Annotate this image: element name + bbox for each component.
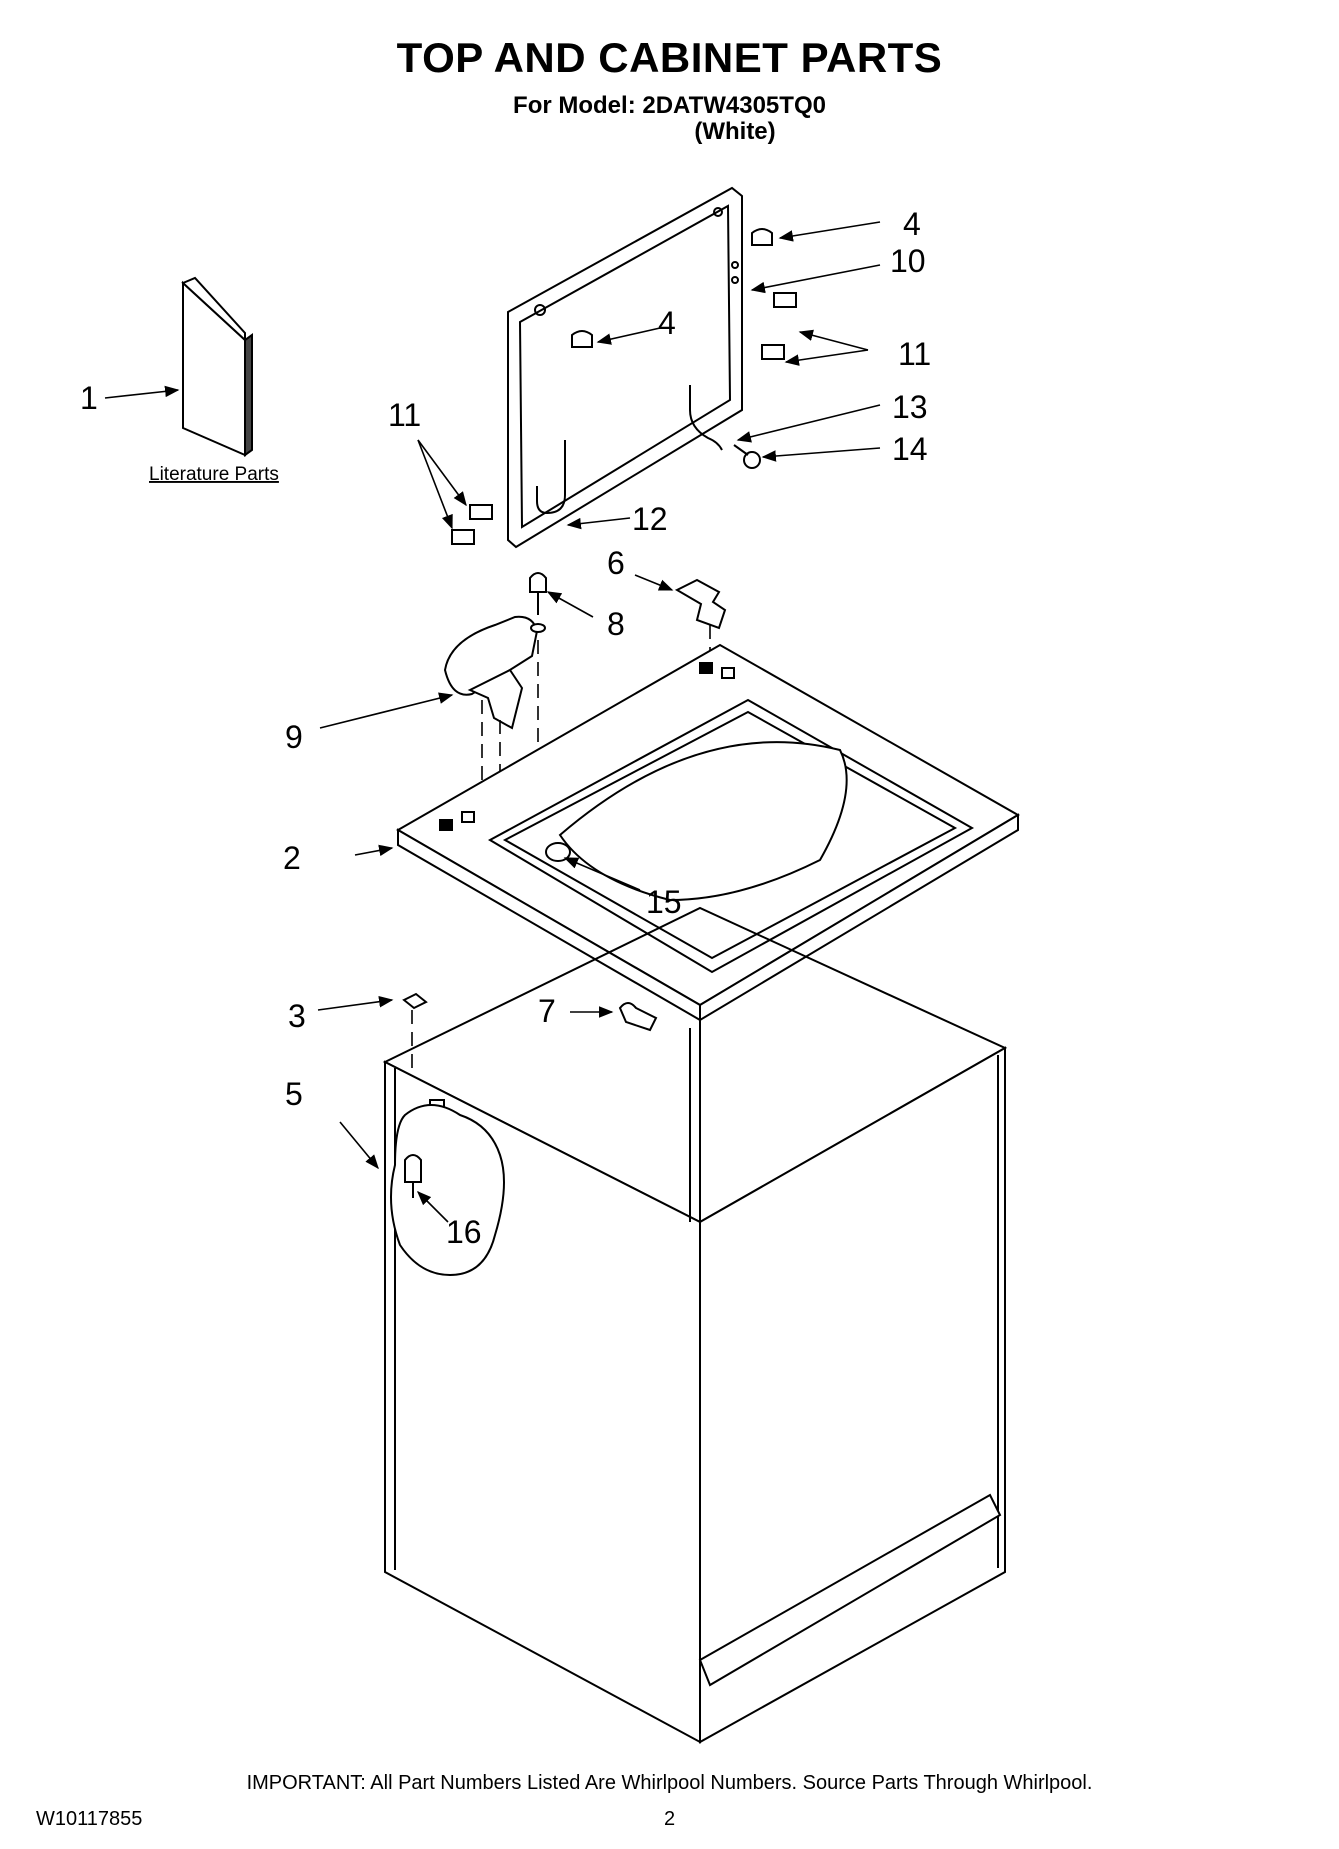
callout-8: 8 xyxy=(607,606,625,642)
callout-10: 10 xyxy=(890,243,926,279)
cutaway-detail xyxy=(390,1104,505,1277)
switch-screw xyxy=(529,572,547,633)
page-title: TOP AND CABINET PARTS xyxy=(396,34,943,81)
top-panel xyxy=(395,643,1020,1022)
callout-2: 2 xyxy=(283,840,301,876)
callout-14: 14 xyxy=(892,431,928,467)
callout-13: 13 xyxy=(892,389,928,425)
callout-4-upper: 4 xyxy=(903,206,921,242)
callout-11-right: 11 xyxy=(898,336,931,372)
callout-6: 6 xyxy=(607,545,625,581)
callout-1: 1 xyxy=(80,380,98,416)
lid-frame xyxy=(507,186,743,549)
callout-9: 9 xyxy=(285,719,303,755)
cabinet xyxy=(382,906,1008,1744)
strike-clip xyxy=(674,578,727,630)
callout-3: 3 xyxy=(288,998,306,1034)
leader-lines xyxy=(104,221,881,1223)
callout-16: 16 xyxy=(446,1214,482,1250)
model-variant: (White) xyxy=(694,118,776,145)
important-note: IMPORTANT: All Part Numbers Listed Are W… xyxy=(246,1772,1093,1794)
lid-hinge-rods xyxy=(536,385,723,515)
callout-15: 15 xyxy=(646,884,682,920)
callout-11-left: 11 xyxy=(388,397,421,433)
lid-switch xyxy=(443,615,539,730)
literature-parts-label: Literature Parts xyxy=(149,464,279,485)
callout-4-lower: 4 xyxy=(658,305,676,341)
cabinet-clip xyxy=(402,992,428,1010)
model-line: For Model: 2DATW4305TQ0 xyxy=(513,92,826,119)
lid-screws xyxy=(451,228,797,545)
callout-12: 12 xyxy=(632,501,668,537)
top-screw xyxy=(618,1002,658,1032)
callout-7: 7 xyxy=(538,993,556,1029)
page-number: 2 xyxy=(663,1808,676,1830)
document-id: W10117855 xyxy=(36,1808,143,1830)
literature-booklet xyxy=(181,276,253,457)
callout-5: 5 xyxy=(285,1076,303,1112)
